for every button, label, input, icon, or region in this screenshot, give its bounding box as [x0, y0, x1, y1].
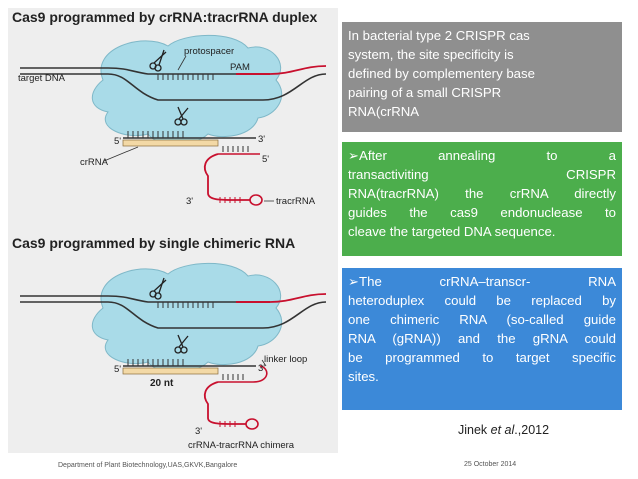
citation-year: .,2012 — [514, 423, 550, 437]
crrna-top — [122, 131, 260, 155]
crrna-label: crRNA — [80, 157, 109, 168]
protospacer-label: protospacer — [184, 46, 234, 57]
text-line: In bacterial type 2 CRISPR cas — [348, 28, 530, 43]
definition-text-box: In bacterial type 2 CRISPR cas system, t… — [342, 22, 622, 132]
citation: Jinek et al.,2012 — [458, 423, 549, 437]
base-pair-ticks-bottom — [157, 302, 214, 308]
three-prime-label: 3' — [195, 426, 202, 437]
cas9-protein-top — [91, 34, 283, 145]
text-line: RNA(tracrRNA) the crRNA directly — [348, 186, 616, 201]
top-figure-title: Cas9 programmed by crRNA:tracrRNA duplex — [12, 9, 317, 25]
scissors-icon — [149, 277, 167, 300]
target-dna-label: target DNA — [18, 73, 66, 84]
three-prime-label: 3' — [186, 196, 193, 207]
text-line: heteroduplex could be replaced by — [348, 293, 616, 308]
chimeric-rna — [122, 359, 268, 430]
base-pair-ticks-top — [157, 74, 214, 80]
text-line: system, the site specificity is — [348, 47, 514, 62]
scissors-icon — [174, 334, 189, 354]
linker-loop-label: linker loop — [264, 354, 307, 365]
chimeric-rna-text-box: ➢The crRNA–transcr- RNA heteroduplex cou… — [342, 268, 622, 410]
text-line: sites. — [348, 369, 379, 384]
cas9-figure: Cas9 programmed by crRNA:tracrRNA duplex… — [8, 8, 338, 453]
scissors-icon — [149, 49, 167, 72]
text-line: one chimeric RNA (so-called guide — [348, 312, 616, 327]
bottom-figure-title: Cas9 programmed by single chimeric RNA — [12, 235, 295, 251]
tracrrna-strand — [203, 153, 250, 201]
text-line: defined by complementery base — [348, 66, 535, 81]
citation-authors: Jinek — [458, 423, 491, 437]
five-prime-label: 5' — [262, 154, 269, 165]
pam-label: PAM — [230, 62, 250, 73]
annealing-text-box: ➢After annealing to a transactiviting CR… — [342, 142, 622, 256]
twenty-nt-label: 20 nt — [150, 378, 174, 389]
text-line: cleave the targeted DNA sequence. — [348, 224, 556, 239]
cas9-protein-bottom — [91, 262, 283, 373]
three-prime-label: 3' — [258, 134, 265, 145]
text-line: be programmed to target specific — [348, 350, 616, 365]
target-dna-bottom — [20, 293, 327, 329]
text-line: RNA(crRNA — [348, 104, 420, 119]
text-line: guides the cas9 endonuclease to — [348, 205, 616, 220]
target-dna-top — [20, 65, 327, 101]
text-line: ➢After annealing to a — [348, 148, 616, 163]
text-line: transactiviting CRISPR — [348, 167, 616, 182]
footer-department: Department of Plant Biotechnology,UAS,GK… — [58, 462, 238, 469]
text-line: ➢The crRNA–transcr- RNA — [348, 274, 616, 289]
three-prime-label: 3' — [258, 363, 265, 374]
chimera-label: crRNA-tracrRNA chimera — [188, 440, 295, 451]
scissors-icon — [174, 106, 189, 126]
text-line: RNA (gRNA)) and the gRNA could — [348, 331, 616, 346]
citation-etal: et al — [490, 423, 515, 437]
five-prime-label: 5' — [114, 136, 121, 147]
footer-date: 25 October 2014 — [464, 461, 517, 468]
five-prime-label: 5' — [114, 364, 121, 375]
text-line: pairing of a small CRISPR — [348, 85, 502, 100]
tracrrna-label: tracrRNA — [276, 196, 316, 207]
